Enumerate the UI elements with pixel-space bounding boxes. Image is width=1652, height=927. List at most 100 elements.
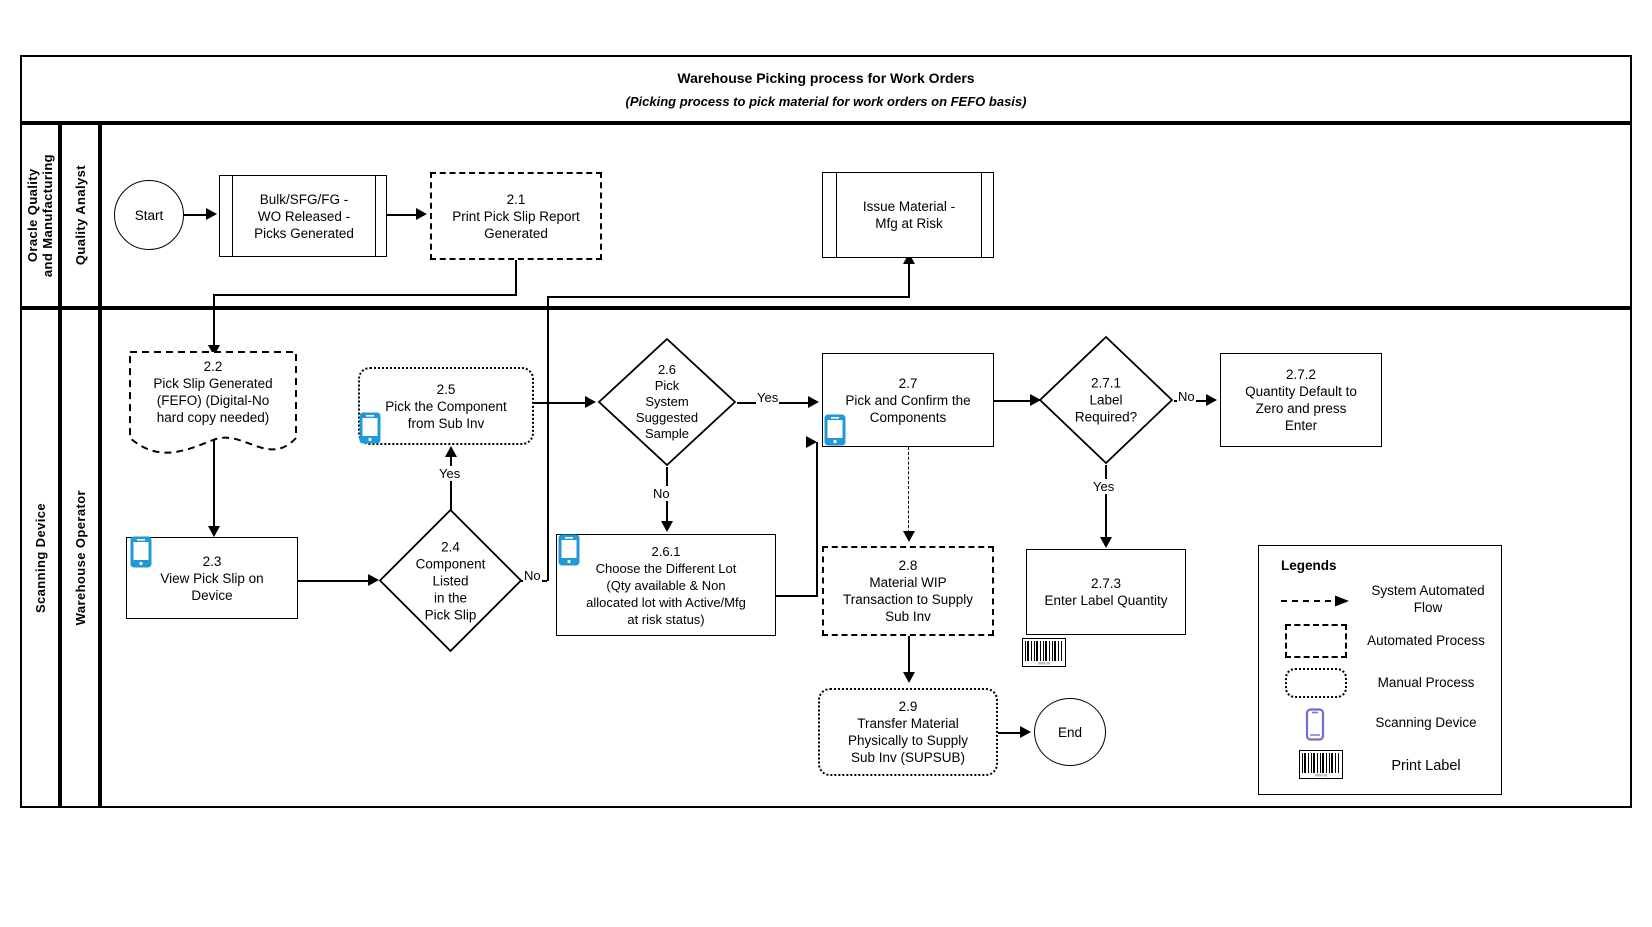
edge-27-to-28-arrow (903, 531, 915, 542)
pool-label-text-2: Scanning Device (32, 502, 48, 614)
node-2-5-pick-component[interactable]: 2.5 Pick the Component from Sub Inv (358, 367, 534, 445)
node-2-7-3-enter-label-quantity[interactable]: 2.7.3 Enter Label Quantity (1026, 549, 1186, 635)
edge-21-left (213, 294, 517, 296)
edge-261-right (776, 595, 818, 597)
edge-no24-up (547, 296, 549, 581)
node-2-8-material-wip[interactable]: 2.8 Material WIP Transaction to Supply S… (822, 546, 994, 636)
edge-wo-to-21-arrow (416, 208, 427, 220)
node-2-5-label: 2.5 Pick the Component from Sub Inv (385, 381, 507, 431)
node-2-4-label: 2.4 Component Listed in the Pick Slip (415, 539, 486, 622)
issue-right-bar (981, 173, 982, 257)
diamond-shape-icon-26 (597, 337, 737, 467)
legend-text-4: Print Label (1391, 758, 1461, 774)
dotted-rounded-rect-icon (1285, 668, 1347, 698)
node-2-6-1-choose-different-lot[interactable]: 2.6.1 Choose the Different Lot (Qty avai… (556, 534, 776, 636)
phone-icon (1305, 708, 1325, 741)
legend-barcode-number: ||||||||||| (1315, 773, 1327, 777)
barcode-icon-2-7-3: ||||||||||| (1022, 638, 1066, 667)
issue-material-node[interactable]: Issue Material - Mfg at Risk (822, 172, 994, 258)
role-label-text-2: Warehouse Operator (72, 490, 88, 626)
node-2-7-1-label: 2.7.1 Label Required? (1074, 375, 1138, 425)
phone-icon-2-7 (824, 414, 846, 446)
edge-29-to-end-arrow (1020, 726, 1031, 738)
end-node[interactable]: End (1034, 698, 1106, 766)
edge-271-no-arrow (1206, 394, 1217, 406)
start-node[interactable]: Start (114, 180, 184, 250)
diamond-shape-icon-271 (1038, 335, 1174, 465)
edge-no24-to-issue (908, 262, 910, 297)
phone-icon-2-5 (359, 412, 381, 444)
node-2-9-label: 2.9 Transfer Material Physically to Supp… (847, 699, 969, 765)
issue-left-bar (836, 173, 837, 257)
edge-261-up (816, 442, 818, 597)
node-2-9-transfer-material[interactable]: 2.9 Transfer Material Physically to Supp… (818, 688, 998, 776)
role-label-text: Quality Analyst (72, 165, 88, 266)
edge-271-yes (1105, 465, 1107, 541)
wo-released-label-wrap: Bulk/SFG/FG - WO Released - Picks Genera… (234, 176, 374, 256)
node-2-2-label: 2.2 Pick Slip Generated (FEFO) (Digital-… (153, 359, 273, 425)
node-2-2-pick-slip-generated[interactable]: 2.2 Pick Slip Generated (FEFO) (Digital-… (128, 350, 298, 460)
node-2-7-2-quantity-default[interactable]: 2.7.2 Quantity Default to Zero and press… (1220, 353, 1382, 447)
edge-label-no-24: No (523, 568, 542, 583)
dashed-rect-icon (1285, 624, 1347, 658)
node-2-3-label: 2.3 View Pick Slip on Device (160, 553, 264, 603)
issue-material-label-wrap: Issue Material - Mfg at Risk (838, 173, 980, 257)
node-2-1-label: 2.1 Print Pick Slip Report Generated (452, 191, 580, 241)
node-2-8-label: 2.8 Material WIP Transaction to Supply S… (842, 558, 974, 624)
edge-start-to-wo-arrow (206, 208, 217, 220)
wo-released-label: Bulk/SFG/FG - WO Released - Picks Genera… (254, 191, 354, 241)
wo-released-node[interactable]: Bulk/SFG/FG - WO Released - Picks Genera… (219, 175, 387, 257)
predef-left-bar (232, 176, 233, 256)
document-shape-icon (129, 351, 297, 454)
edge-24-yes-arrow (445, 446, 457, 457)
edge-28-to-29 (908, 636, 910, 676)
role-label-warehouse-operator: Warehouse Operator (60, 308, 100, 808)
edge-no24-right (547, 296, 910, 298)
lane-body-quality-analyst (100, 123, 1632, 308)
diagram-banner: Warehouse Picking process for Work Order… (20, 55, 1632, 123)
edge-21-down (515, 260, 517, 295)
edge-label-no-26: No (652, 486, 671, 501)
pool-label-oracle-quality: Oracle Quality and Manufacturing (20, 123, 60, 308)
node-2-4-component-listed[interactable]: 2.4 Component Listed in the Pick Slip (378, 508, 523, 653)
edge-28-to-29-arrow (903, 672, 915, 683)
phone-icon-2-6-1 (558, 534, 580, 566)
node-2-7-1-label-required[interactable]: 2.7.1 Label Required? (1038, 335, 1174, 465)
node-2-6-pick-system-suggested[interactable]: 2.6 Pick System Suggested Sample (597, 337, 737, 467)
issue-material-label: Issue Material - Mfg at Risk (862, 199, 956, 231)
edge-start-to-wo (184, 214, 208, 216)
legend-text-3: Scanning Device (1375, 715, 1477, 730)
node-2-7-label: 2.7 Pick and Confirm the Components (845, 375, 971, 425)
legend-icon-dotted-rect (1285, 668, 1347, 698)
legends-title: Legends (1281, 558, 1337, 573)
edge-261-arrow (806, 436, 817, 448)
node-2-3-view-pick-slip[interactable]: 2.3 View Pick Slip on Device (126, 537, 298, 619)
edge-25-to-26 (534, 402, 589, 404)
edge-27-to-271 (994, 400, 1036, 402)
edge-label-yes-271: Yes (1092, 479, 1116, 494)
diagram-subtitle: (Picking process to pick material for wo… (625, 93, 1027, 109)
edge-label-yes-24: Yes (438, 466, 462, 481)
barcode-number: ||||||||||| (1038, 661, 1050, 665)
legends-panel: Legends System Automated Flow Automated … (1258, 545, 1502, 795)
edge-label-no-271: No (1177, 389, 1196, 404)
edge-24-yes-up (450, 455, 452, 510)
edge-26-no-arrow (661, 521, 673, 532)
pool-label-text: Oracle Quality and Manufacturing (25, 153, 55, 278)
legend-icon-barcode: ||||||||||| (1299, 750, 1343, 779)
node-2-1-print-pick-slip[interactable]: 2.1 Print Pick Slip Report Generated (430, 172, 602, 260)
legend-icon-phone (1303, 708, 1327, 742)
legend-barcode-bars (1302, 753, 1340, 773)
edge-no24-to-issue-arrow (903, 253, 915, 264)
legend-text-1: Automated Process (1367, 633, 1485, 648)
node-2-7-pick-and-confirm[interactable]: 2.7 Pick and Confirm the Components (822, 353, 994, 447)
barcode-icon: ||||||||||| (1299, 750, 1343, 779)
end-node-label: End (1057, 724, 1083, 740)
edge-21-into-22 (213, 294, 215, 350)
edge-22-to-23 (213, 440, 215, 530)
edge-26-yes-arrow (808, 396, 819, 408)
edge-wo-to-21 (387, 214, 417, 216)
edge-22-to-23-arrow (208, 526, 220, 537)
legend-text-0: System Automated Flow (1371, 583, 1485, 615)
node-2-7-2-label: 2.7.2 Quantity Default to Zero and press… (1245, 367, 1357, 433)
